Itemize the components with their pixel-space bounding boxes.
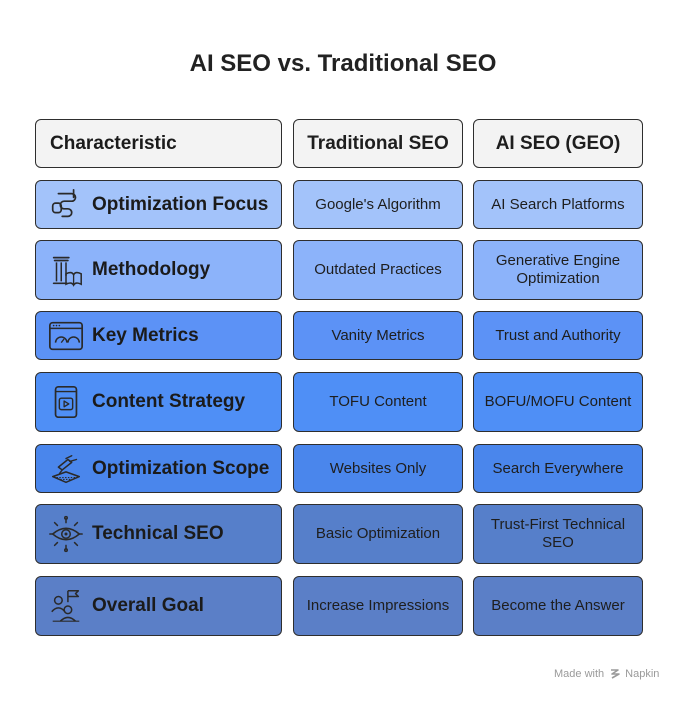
header-label: Traditional SEO (307, 132, 449, 154)
traditional-value: Websites Only (329, 459, 427, 477)
video-device-icon (46, 382, 86, 422)
traditional-value: Google's Algorithm (315, 195, 441, 213)
route-icon (46, 185, 86, 225)
characteristic-cell: Technical SEO (35, 504, 282, 564)
satellite-icon (46, 449, 86, 489)
dashboard-icon (46, 316, 86, 356)
traditional-cell: TOFU Content (293, 372, 463, 432)
header-characteristic: Characteristic (35, 119, 282, 168)
header-traditional: Traditional SEO (293, 119, 463, 168)
pillar-book-icon (46, 250, 86, 290)
characteristic-label: Optimization Focus (92, 193, 269, 215)
napkin-logo-icon (609, 668, 621, 680)
ai-cell: AI Search Platforms (473, 180, 643, 229)
ai-value: Search Everywhere (492, 459, 624, 477)
ai-cell: Generative Engine Optimization (473, 240, 643, 300)
characteristic-cell: Optimization Focus (35, 180, 282, 229)
gear-eye-icon (46, 514, 86, 554)
ai-value: Generative Engine Optimization (495, 252, 621, 287)
traditional-value: TOFU Content (329, 393, 427, 410)
traditional-cell: Websites Only (293, 444, 463, 493)
traditional-value: Outdated Practices (314, 261, 442, 278)
ai-value: AI Search Platforms (491, 195, 625, 213)
ai-cell: Trust-First Technical SEO (473, 504, 643, 564)
page-title: AI SEO vs. Traditional SEO (189, 50, 497, 77)
characteristic-cell: Optimization Scope (35, 444, 282, 493)
header-label: Characteristic (50, 132, 177, 154)
characteristic-label: Overall Goal (92, 595, 204, 616)
traditional-value: Increase Impressions (306, 597, 450, 614)
characteristic-cell: Content Strategy (35, 372, 282, 432)
characteristic-cell: Overall Goal (35, 576, 282, 636)
traditional-value: Basic Optimization (315, 525, 441, 542)
made-with-label: Made with (554, 668, 605, 680)
ai-value: Trust and Authority (495, 326, 621, 344)
napkin-watermark: Made with Napkin (554, 668, 659, 680)
ai-cell: Search Everywhere (473, 444, 643, 493)
ai-cell: Become the Answer (473, 576, 643, 636)
traditional-cell: Google's Algorithm (293, 180, 463, 229)
ai-value: Trust-First Technical SEO (490, 516, 626, 551)
ai-value: BOFU/MOFU Content (484, 393, 632, 410)
characteristic-label: Optimization Scope (92, 457, 270, 479)
characteristic-label: Technical SEO (92, 523, 224, 544)
traditional-cell: Outdated Practices (293, 240, 463, 300)
traditional-cell: Basic Optimization (293, 504, 463, 564)
characteristic-cell: Key Metrics (35, 311, 282, 360)
characteristic-label: Key Metrics (92, 324, 199, 346)
goal-team-icon (46, 586, 86, 626)
ai-cell: Trust and Authority (473, 311, 643, 360)
traditional-cell: Increase Impressions (293, 576, 463, 636)
traditional-cell: Vanity Metrics (293, 311, 463, 360)
characteristic-label: Content Strategy (92, 391, 246, 412)
characteristic-label: Methodology (92, 259, 211, 280)
traditional-value: Vanity Metrics (331, 326, 425, 344)
characteristic-cell: Methodology (35, 240, 282, 300)
header-label: AI SEO (GEO) (495, 132, 621, 154)
napkin-brand-label: Napkin (625, 668, 660, 680)
header-ai: AI SEO (GEO) (473, 119, 643, 168)
ai-value: Become the Answer (491, 597, 625, 614)
ai-cell: BOFU/MOFU Content (473, 372, 643, 432)
